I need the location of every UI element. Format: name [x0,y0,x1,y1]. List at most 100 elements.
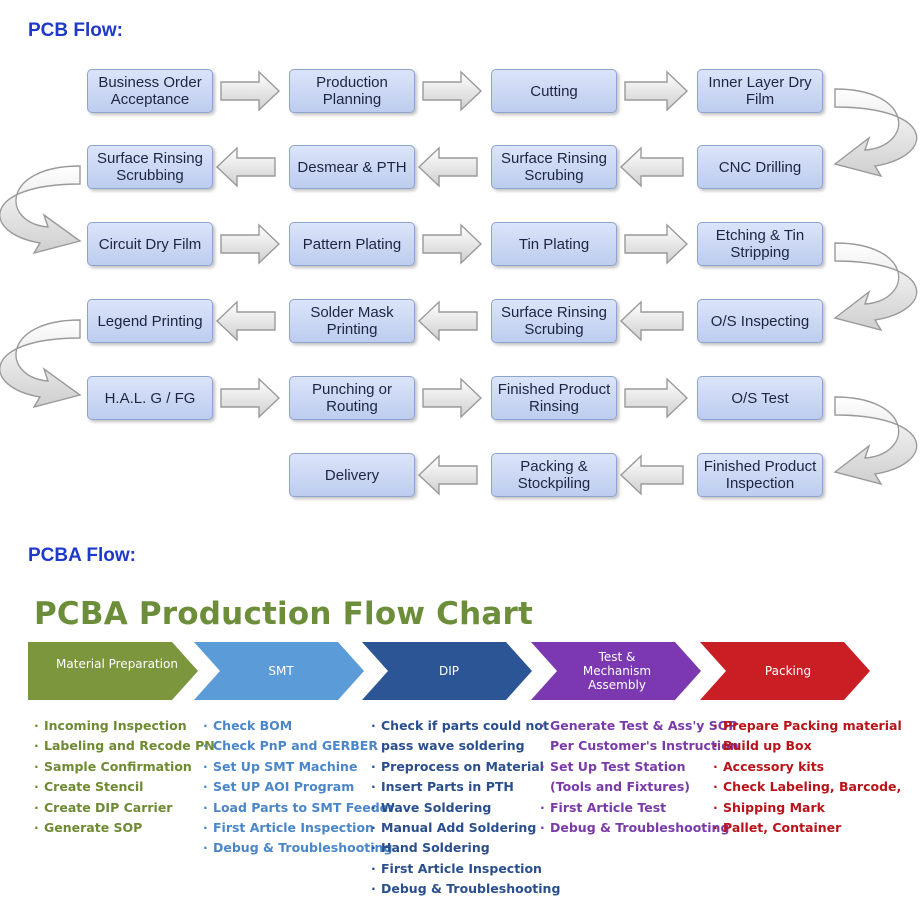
stage-task-item: · Check PnP and GERBER [203,736,394,756]
stage-chevron [531,642,701,700]
pcb-step-box: Delivery [289,453,415,497]
u-turn-arrow-icon [833,88,918,178]
stage-task-item: ·Check BOM [203,716,394,736]
stage-task-text: Sample Confirmation [44,758,192,774]
pcb-step-box: Inner Layer Dry Film [697,69,823,113]
bullet-icon: · [713,799,718,815]
stage-task-item: ·Create Stencil [34,777,215,797]
pcb-step-box: Surface Rinsing Scrubing [491,299,617,343]
bullet-icon: · [34,758,39,774]
bullet-icon: · [540,820,545,836]
stage-label: Packing [764,664,812,678]
pcb-flow-arrows [0,70,918,496]
stage-task-text: Build up Box [723,738,812,754]
bullet-icon: · [203,738,208,754]
left-arrow-icon [417,300,478,342]
pcb-step-box: Production Planning [289,69,415,113]
stage-task-item: · Set Up Test Station [540,757,739,777]
stage-task-item: · Set UP AOI Program [203,777,394,797]
stage-task-text: Accessory kits [723,758,825,774]
pcba-flow-heading: PCBA Flow: [28,545,137,566]
left-arrow-icon [619,300,684,342]
stage-label: Material Preparation [56,657,178,671]
left-arrow-icon [619,454,684,496]
stage-task-item: · Debug & Troubleshooting [540,818,739,838]
stage-task-item: ·Generate SOP [34,818,215,838]
bullet-icon: · [203,840,208,856]
stage-task-text: Debug & Troubleshooting [213,840,393,856]
stage-task-text: Generate Test & Ass'y SOP [550,718,738,733]
stage-task-text: Check Labeling, Barcode, [723,779,902,795]
stage-task-text: Check BOM [213,718,293,733]
stage-task-list: ·Check BOM·Check PnP and GERBER·Set Up S… [203,716,394,859]
stage-task-text: Wave Soldering [381,799,492,815]
bullet-icon: · [203,779,208,795]
bullet-icon: · [34,718,39,733]
pcb-step-box: Business Order Acceptance [87,69,213,113]
stage-task-list: · Prepare Packing material · Build up Box · A… [713,716,902,838]
stage-task-item: ·First Article Test [540,798,739,818]
pcb-step-box: Finished Product Inspection [697,453,823,497]
pcb-step-box: Legend Printing [87,299,213,343]
stage-label: DIP [438,664,459,678]
stage-task-item: ·Hand Soldering [371,838,560,858]
bullet-icon: · [371,820,376,836]
right-arrow-icon [422,223,483,265]
right-arrow-icon [220,223,281,265]
stage-task-item: ·Generate Test & Ass'y SOP [540,716,739,736]
bullet-icon: · [540,718,545,733]
stage-task-text: Insert Parts in PTH [381,779,514,795]
stage-task-item: ·Create DIP Carrier [34,798,215,818]
stage-task-item: ·First Article Inspection [203,818,394,838]
stage-task-item: ·Preprocess on Material [371,757,560,777]
stage-task-item: · Debug & Troubleshooting [203,838,394,858]
stage-task-text: Check if parts could not [381,718,549,733]
stage-task-text: Set Up Test Station [550,758,686,774]
left-arrow-icon [215,300,276,342]
right-arrow-icon [220,377,281,419]
bullet-icon: · [713,779,718,795]
left-arrow-icon [417,146,478,188]
stage-task-text: Prepare Packing material [723,718,902,733]
left-arrow-icon [417,454,478,496]
u-turn-arrow-icon [0,319,82,409]
bullet-icon: · [203,758,208,774]
stage-task-item: ·Shipping Mark [713,798,902,818]
stage-task-item: ·Set Up SMT Machine [203,757,394,777]
stage-task-item: ·Manual Add Soldering [371,818,560,838]
pcb-step-box: Circuit Dry Film [87,222,213,266]
right-arrow-icon [422,70,483,112]
stage-task-item: ·Insert Parts in PTH [371,777,560,797]
bullet-icon: · [713,718,718,733]
pcb-step-box: Packing & Stockpiling [491,453,617,497]
stage-task-text: Load Parts to SMT Feeder [213,799,395,815]
pcb-step-box: O/S Inspecting [697,299,823,343]
bullet-icon: · [713,758,718,774]
stage-task-text: Manual Add Soldering [381,820,537,836]
stage-task-item: ·Wave Soldering [371,798,560,818]
u-turn-arrow-icon [833,396,918,486]
right-arrow-icon [220,70,281,112]
stage-task-item: ·Load Parts to SMT Feeder [203,798,394,818]
pcb-step-box: Surface Rinsing Scrubing [491,145,617,189]
stage-task-item: · Prepare Packing material [713,716,902,736]
stage-label: SMT [268,664,294,678]
right-arrow-icon [624,377,689,419]
right-arrow-icon [624,70,689,112]
stage-task-text: Check PnP and GERBER [213,738,378,754]
pcb-step-box: Tin Plating [491,222,617,266]
pcb-step-box: Pattern Plating [289,222,415,266]
bullet-icon: · [34,799,39,815]
stage-task-text: Set UP AOI Program [213,779,355,795]
stage-task-text: Debug & Troubleshooting [381,881,561,897]
u-turn-arrow-icon [0,165,82,255]
bullet-icon: · [371,881,376,897]
stage-task-text: (Tools and Fixtures) [550,779,691,795]
pcb-step-box: O/S Test [697,376,823,420]
stage-task-text: Debug & Troubleshooting [550,820,730,836]
pcb-step-box: Solder Mask Printing [289,299,415,343]
stage-task-text: First Article Inspection [381,860,542,876]
left-arrow-icon [619,146,684,188]
stage-task-text: Hand Soldering [381,840,490,856]
